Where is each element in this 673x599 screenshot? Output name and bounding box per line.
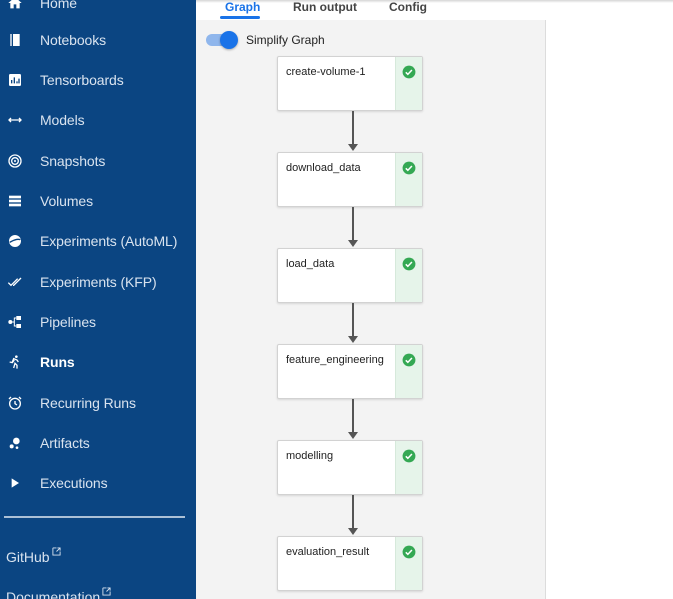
- graph-node-feature-engineering[interactable]: feature_engineering: [277, 344, 423, 399]
- external-link-icon: [102, 583, 111, 596]
- toggle-thumb: [220, 31, 238, 49]
- success-icon: [402, 161, 416, 175]
- edge-arrowhead: [348, 432, 358, 439]
- sidebar-item-executions[interactable]: Executions: [0, 467, 196, 499]
- edge-arrowhead: [348, 528, 358, 535]
- tab-config[interactable]: Config: [389, 0, 427, 14]
- sidebar-item-volumes[interactable]: Volumes: [0, 185, 196, 217]
- github-link-label: GitHub: [6, 549, 50, 565]
- sidebar-item-label: Tensorboards: [40, 72, 124, 88]
- graph-canvas: [196, 20, 546, 599]
- success-icon: [402, 65, 416, 79]
- sidebar-item-label: Pipelines: [40, 314, 96, 330]
- sidebar-item-notebooks[interactable]: Notebooks: [0, 24, 196, 56]
- sidebar-divider: [4, 516, 185, 518]
- graph-node-create-volume-1[interactable]: create-volume-1: [277, 56, 423, 111]
- documentation-link[interactable]: Documentation: [6, 583, 111, 599]
- graph-edge: [352, 495, 354, 529]
- sidebar-item-models[interactable]: Models: [0, 104, 196, 136]
- play-icon: [6, 474, 24, 492]
- done-all-icon: [6, 273, 24, 291]
- sidebar-item-artifacts[interactable]: Artifacts: [0, 427, 196, 459]
- success-icon: [402, 353, 416, 367]
- run-tabs: [196, 0, 673, 20]
- sidebar-item-label: Notebooks: [40, 32, 107, 48]
- automl-icon: [6, 232, 24, 250]
- sidebar-item-label: Experiments (KFP): [40, 274, 157, 290]
- sidebar-item-tensorboards[interactable]: Tensorboards: [0, 64, 196, 96]
- graph-edge: [352, 399, 354, 433]
- success-icon: [402, 257, 416, 271]
- edge-arrowhead: [348, 240, 358, 247]
- sidebar-item-label: Runs: [40, 354, 75, 370]
- success-icon: [402, 545, 416, 559]
- edge-arrowhead: [348, 336, 358, 343]
- node-status: [395, 537, 422, 590]
- sidebar-item-experiments-kfp[interactable]: Experiments (KFP): [0, 266, 196, 298]
- simplify-graph-toggle[interactable]: [206, 31, 238, 49]
- node-status: [395, 57, 422, 110]
- sidebar-item-snapshots[interactable]: Snapshots: [0, 145, 196, 177]
- node-name: evaluation_result: [286, 546, 370, 558]
- bubbles-icon: [6, 434, 24, 452]
- sidebar-item-label: Executions: [40, 475, 108, 491]
- documentation-link-label: Documentation: [6, 589, 101, 599]
- node-name: create-volume-1: [286, 66, 366, 78]
- node-status: [395, 345, 422, 398]
- sidebar-item-experiments-automl[interactable]: Experiments (AutoML): [0, 225, 196, 257]
- sidebar-item-label: Volumes: [40, 193, 93, 209]
- graph-edge: [352, 303, 354, 337]
- graph-edge: [352, 111, 354, 145]
- chart-icon: [6, 71, 24, 89]
- graph-node-evaluation-result[interactable]: evaluation_result: [277, 536, 423, 591]
- edge-arrowhead: [348, 144, 358, 151]
- graph-edge: [352, 207, 354, 241]
- pipeline-icon: [6, 313, 24, 331]
- github-link[interactable]: GitHub: [6, 543, 61, 565]
- success-icon: [402, 449, 416, 463]
- node-status: [395, 441, 422, 494]
- sidebar-item-label: Models: [40, 112, 85, 128]
- header-shadow: [196, 0, 673, 3]
- sidebar-item-label: Experiments (AutoML): [40, 233, 178, 249]
- graph-node-load-data[interactable]: load_data: [277, 248, 423, 303]
- sidebar-item-recurring-runs[interactable]: Recurring Runs: [0, 387, 196, 419]
- alarm-icon: [6, 394, 24, 412]
- node-name: feature_engineering: [286, 354, 384, 366]
- node-status: [395, 249, 422, 302]
- snapshot-icon: [6, 152, 24, 170]
- sidebar: Home Notebooks Tensorboards Models Snaps: [0, 0, 196, 599]
- arrows-icon: [6, 111, 24, 129]
- sidebar-item-home[interactable]: Home: [0, 0, 196, 19]
- run-icon: [6, 353, 24, 371]
- active-tab-indicator: [220, 16, 260, 19]
- node-status: [395, 153, 422, 206]
- node-name: load_data: [286, 258, 335, 270]
- node-name: download_data: [286, 162, 361, 174]
- sidebar-item-label: Artifacts: [40, 435, 90, 451]
- home-icon: [6, 0, 24, 12]
- sidebar-item-pipelines[interactable]: Pipelines: [0, 306, 196, 338]
- graph-node-download-data[interactable]: download_data: [277, 152, 423, 207]
- simplify-graph-label: Simplify Graph: [246, 33, 325, 47]
- node-name: modelling: [286, 450, 334, 462]
- sidebar-item-label: Home: [40, 0, 77, 11]
- tab-graph[interactable]: Graph: [225, 0, 261, 14]
- graph-node-modelling[interactable]: modelling: [277, 440, 423, 495]
- tab-run-output[interactable]: Run output: [293, 0, 357, 14]
- sidebar-item-label: Recurring Runs: [40, 395, 136, 411]
- external-link-icon: [52, 543, 61, 556]
- sidebar-item-runs[interactable]: Runs: [0, 346, 196, 378]
- notebook-icon: [6, 31, 24, 49]
- sidebar-item-label: Snapshots: [40, 153, 106, 169]
- storage-icon: [6, 192, 24, 210]
